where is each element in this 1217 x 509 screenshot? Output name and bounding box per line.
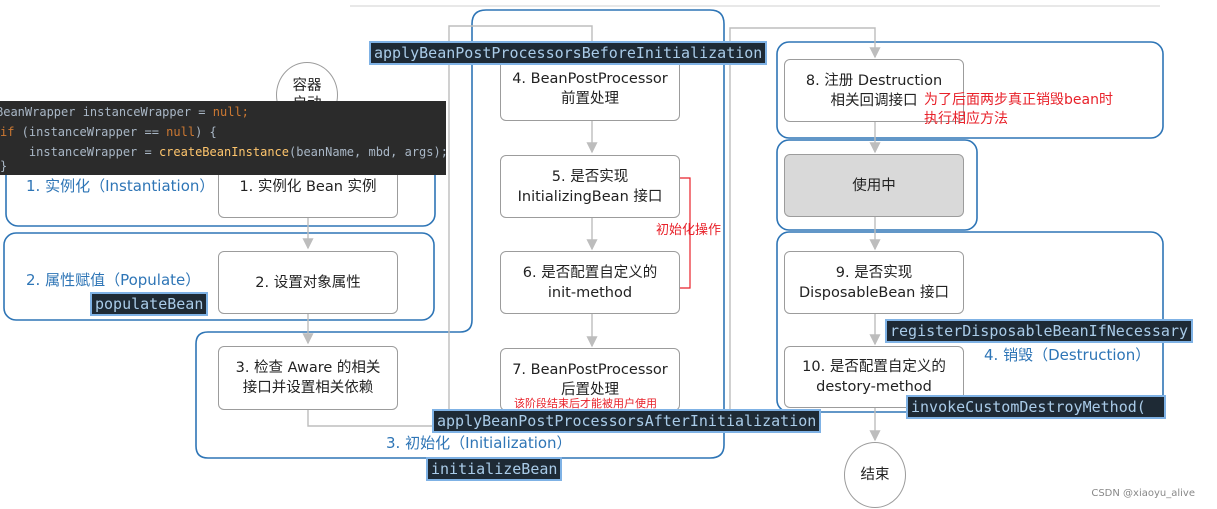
phase-label-instantiation: 1. 实例化（Instantiation）	[26, 177, 215, 195]
phase-outline-in-use	[776, 139, 978, 231]
node-register-destruction: 8. 注册 Destruction 相关回调接口	[784, 59, 964, 122]
phase-outline-initialization	[195, 9, 725, 459]
phase-label-destruction: 4. 销毁（Destruction）	[984, 346, 1151, 364]
node-init-method: 6. 是否配置自定义的 init-method	[500, 251, 680, 314]
node-set-properties: 2. 设置对象属性	[218, 251, 398, 314]
node-disposable-bean: 9. 是否实现 DisposableBean 接口	[784, 251, 964, 314]
end-node: 结束	[844, 442, 906, 508]
method-before-init: applyBeanPostProcessorsBeforeInitializat…	[371, 43, 766, 63]
node-check-aware: 3. 检查 Aware 的相关 接口并设置相关依赖	[218, 346, 398, 410]
code-line-3: instanceWrapper = createBeanInstance(bea…	[0, 145, 446, 159]
node-bpp-before: 4. BeanPostProcessor 前置处理	[500, 57, 680, 121]
phase-outline-populate	[3, 232, 435, 321]
watermark: CSDN @xiaoyu_alive	[1091, 488, 1195, 499]
annotation-after-stage: 该阶段结束后才能被用户使用	[514, 397, 657, 410]
method-after-init: applyBeanPostProcessorsAfterInitializati…	[434, 411, 820, 431]
phase-outline-register	[776, 41, 1164, 139]
node-initializing-bean: 5. 是否实现 InitializingBean 接口	[500, 155, 680, 218]
method-register-disposable: registerDisposableBeanIfNecessary	[887, 321, 1192, 341]
code-line-1: BeanWrapper instanceWrapper = null;	[0, 105, 249, 119]
phase-label-initialization: 3. 初始化（Initialization）	[386, 434, 572, 452]
annotation-init-ops: 初始化操作	[656, 223, 722, 238]
code-line-4: }	[0, 159, 8, 173]
node-bpp-after: 7. BeanPostProcessor 后置处理	[500, 348, 680, 411]
annotation-destruction-note: 为了后面两步真正销毁bean时 执行相应方法	[924, 92, 1113, 127]
code-snippet: BeanWrapper instanceWrapper = null; if (…	[0, 101, 446, 175]
method-invoke-destroy: invokeCustomDestroyMethod(	[908, 397, 1164, 417]
method-populate-bean: populateBean	[92, 294, 207, 314]
node-in-use: 使用中	[784, 154, 964, 217]
method-initialize-bean: initializeBean	[428, 459, 561, 479]
code-line-2: if (instanceWrapper == null) {	[0, 125, 217, 139]
phase-label-populate: 2. 属性赋值（Populate）	[26, 271, 201, 289]
